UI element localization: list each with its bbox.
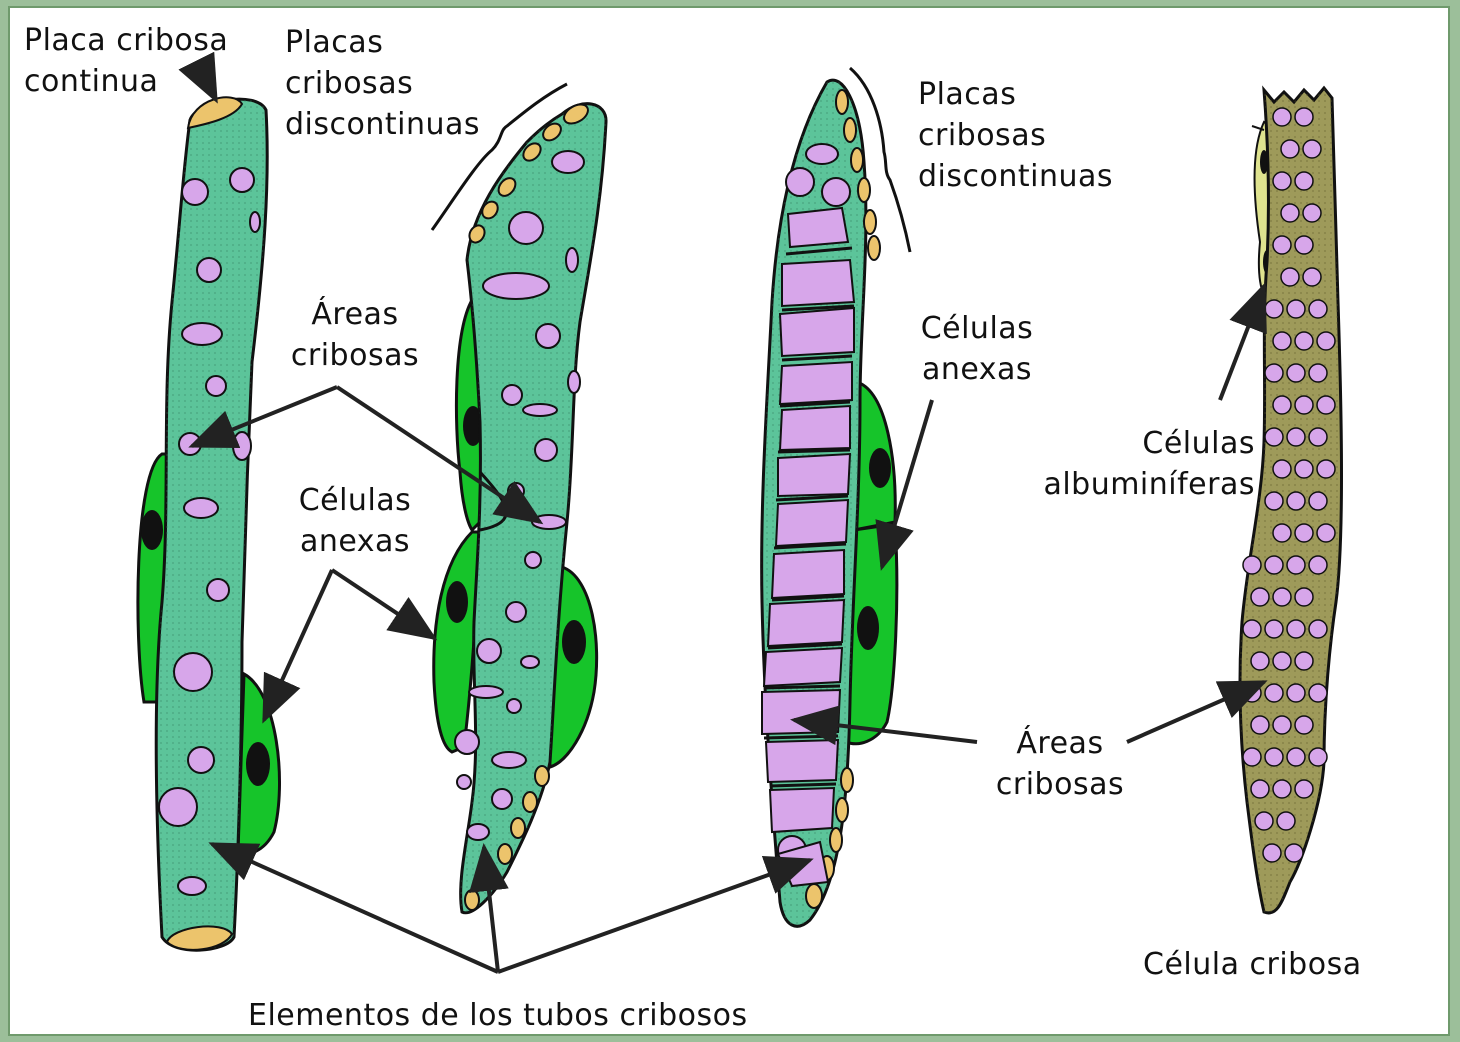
label-placas-discontinuas-2: Placas cribosas discontinuas <box>918 74 1113 197</box>
sieve-pore <box>1281 140 1299 158</box>
sieve-pore <box>1273 524 1291 542</box>
sieve-pore <box>1295 460 1313 478</box>
sieve-pore <box>1309 300 1327 318</box>
diagram-panel: Placa cribosa continua Placas cribosas d… <box>8 6 1450 1036</box>
sieve-pore <box>1317 524 1335 542</box>
sieve-pore <box>1251 652 1269 670</box>
sieve-pore <box>1295 780 1313 798</box>
sieve-pore <box>1273 396 1291 414</box>
sieve-pore <box>1287 364 1305 382</box>
sieve-pore <box>1295 236 1313 254</box>
sieve-pore <box>1309 684 1327 702</box>
sieve-pore <box>1287 684 1305 702</box>
sieve-cell <box>1240 88 1342 913</box>
sieve-pore <box>1295 588 1313 606</box>
sieve-pore <box>1309 748 1327 766</box>
sieve-pore <box>1309 620 1327 638</box>
sieve-pore <box>1273 780 1291 798</box>
sieve-pore <box>1295 716 1313 734</box>
sieve-pore <box>1295 652 1313 670</box>
sieve-pore <box>1309 428 1327 446</box>
sieve-pore <box>1255 812 1273 830</box>
sieve-pore <box>1273 236 1291 254</box>
label-celulas-albuminiferas: Células albuminíferas <box>1015 423 1255 505</box>
sieve-pore <box>1243 748 1261 766</box>
sieve-pore <box>1273 716 1291 734</box>
sieve-pore <box>1287 748 1305 766</box>
sieve-pore <box>1265 428 1283 446</box>
sieve-pore <box>1243 556 1261 574</box>
sieve-pore <box>1277 812 1295 830</box>
label-placa-continua: Placa cribosa continua <box>24 20 228 102</box>
sieve-pore <box>1265 748 1283 766</box>
label-elementos-tubos: Elementos de los tubos cribosos <box>248 995 748 1036</box>
sieve-pore <box>1251 588 1269 606</box>
sieve-pore <box>1317 460 1335 478</box>
sieve-pore <box>1309 556 1327 574</box>
sieve-pore <box>1287 492 1305 510</box>
sieve-pore <box>1287 300 1305 318</box>
sieve-pore <box>1303 268 1321 286</box>
sieve-pore <box>1273 172 1291 190</box>
sieve-pore <box>1303 204 1321 222</box>
sieve-pore <box>1287 556 1305 574</box>
sieve-pore <box>1287 428 1305 446</box>
sieve-pore <box>1265 620 1283 638</box>
sieve-pore <box>1273 652 1291 670</box>
sieve-pore <box>1309 492 1327 510</box>
sieve-pore <box>1265 556 1283 574</box>
sieve-pore <box>1295 108 1313 126</box>
sieve-pore <box>1273 332 1291 350</box>
label-areas-cribosas-2: Áreas cribosas <box>985 723 1135 805</box>
sieve-pore <box>1281 268 1299 286</box>
sieve-pore <box>1251 716 1269 734</box>
sieve-pore <box>1273 460 1291 478</box>
sieve-pore <box>1295 332 1313 350</box>
sieve-pore <box>1273 588 1291 606</box>
label-placas-discontinuas-1: Placas cribosas discontinuas <box>285 22 480 145</box>
sieve-pore <box>1263 844 1281 862</box>
sieve-pore <box>1251 780 1269 798</box>
sieve-pore <box>1265 684 1283 702</box>
sieve-pore <box>1317 332 1335 350</box>
label-areas-cribosas-1: Áreas cribosas <box>280 294 430 376</box>
sieve-pore <box>1303 140 1321 158</box>
sieve-pore <box>1295 396 1313 414</box>
sieve-pore <box>1265 300 1283 318</box>
label-celula-cribosa: Célula cribosa <box>1143 944 1362 985</box>
sieve-pore <box>1287 620 1305 638</box>
sieve-pore <box>1309 364 1327 382</box>
sieve-pore <box>1265 492 1283 510</box>
sieve-pore <box>1295 524 1313 542</box>
sieve-pore <box>1273 108 1291 126</box>
sieve-pore <box>1265 364 1283 382</box>
phloem-diagram <box>10 8 1452 1038</box>
label-celulas-anexas-1: Células anexas <box>280 480 430 562</box>
label-celulas-anexas-2: Células anexas <box>902 308 1052 390</box>
sieve-pore <box>1281 204 1299 222</box>
sieve-pore <box>1285 844 1303 862</box>
sieve-pore <box>1295 172 1313 190</box>
sieve-pore <box>1317 396 1335 414</box>
sieve-pore <box>1243 620 1261 638</box>
